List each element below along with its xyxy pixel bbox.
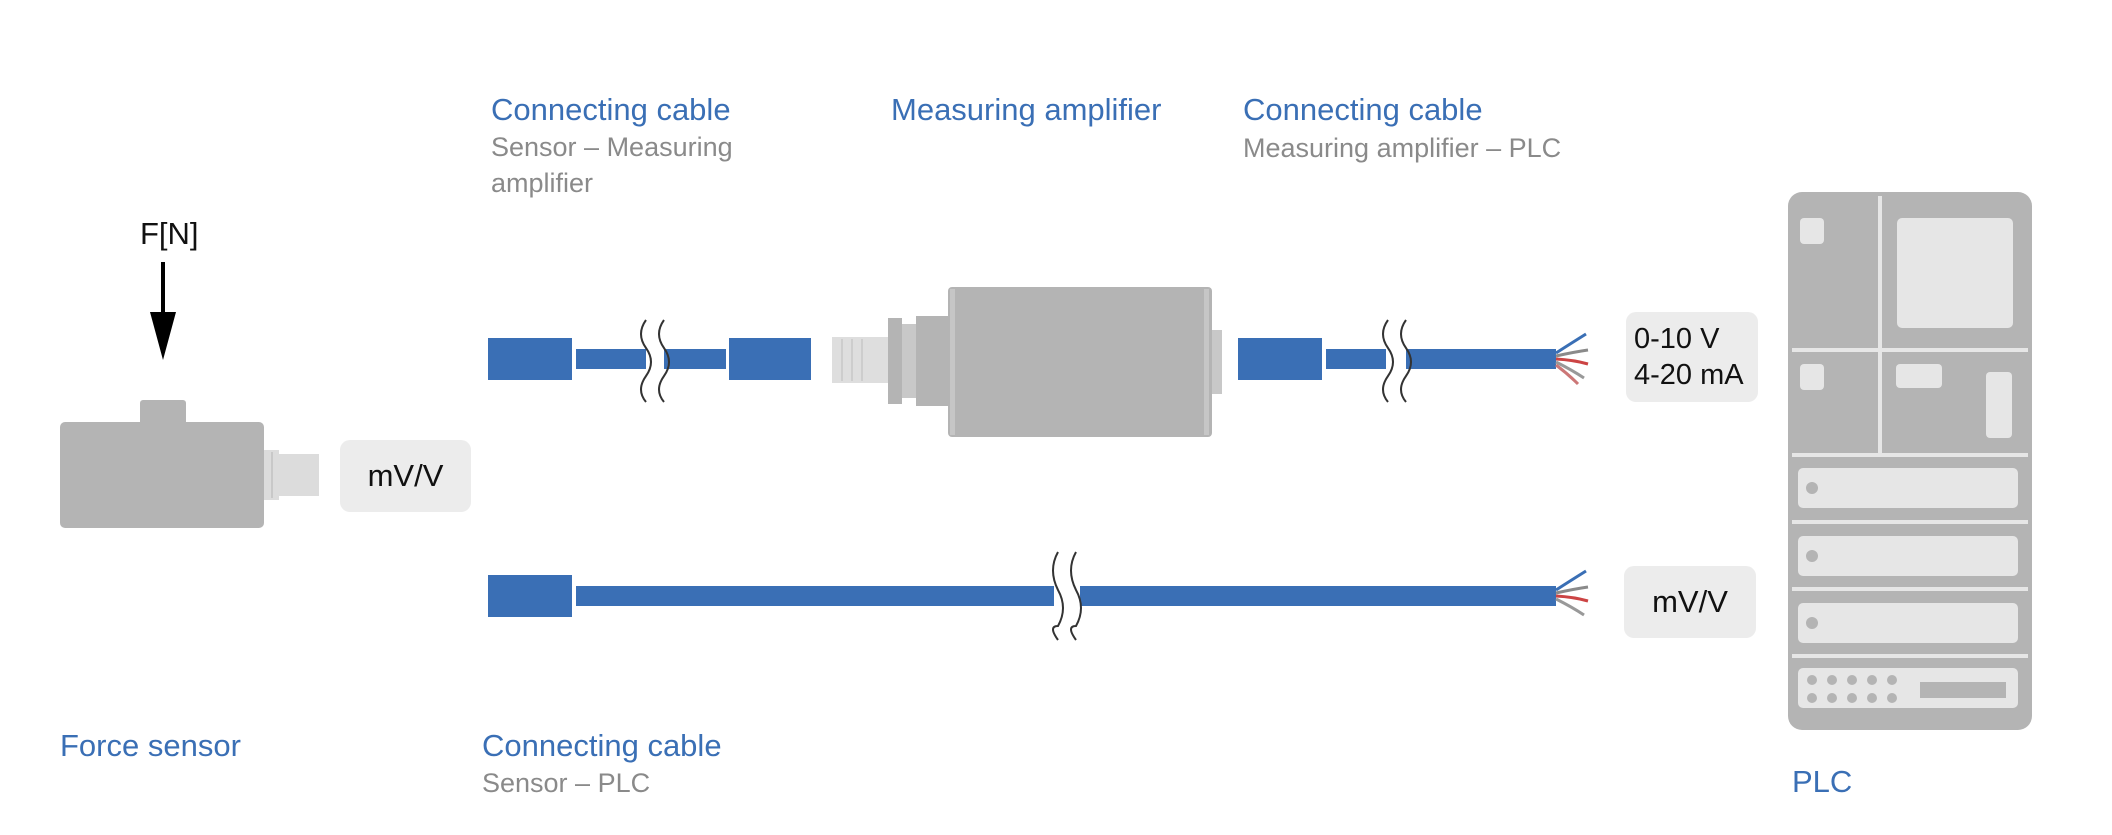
measuring-amplifier-device xyxy=(832,287,1222,437)
cable-sensor-amplifier xyxy=(488,319,811,403)
signal-badge-sensor-output: mV/V xyxy=(340,440,471,512)
cable-amp-plc-title: Connecting cable xyxy=(1243,92,1483,127)
force-arrow xyxy=(150,262,176,360)
signal-current: 4-20 mA xyxy=(1634,359,1744,391)
cable-sensor-plc-title: Connecting cable xyxy=(482,728,722,763)
signal-voltage: 0-10 V xyxy=(1634,323,1720,355)
force-label: F[N] xyxy=(140,216,199,251)
plc-title: PLC xyxy=(1792,764,1853,799)
cable-sensor-plc xyxy=(488,551,1589,641)
amplifier-title: Measuring amplifier xyxy=(891,92,1162,127)
force-sensor-title: Force sensor xyxy=(60,728,241,763)
cable-amplifier-plc xyxy=(1238,319,1589,403)
force-sensor-device xyxy=(60,400,319,528)
cable-amp-plc-subtitle: Measuring amplifier – PLC xyxy=(1243,133,1562,163)
plc-device xyxy=(1788,192,2032,730)
signal-badge-direct-output: mV/V xyxy=(1624,566,1756,638)
cable-sensor-amp-subtitle-2: amplifier xyxy=(491,168,594,198)
cable-sensor-plc-subtitle: Sensor – PLC xyxy=(482,768,651,798)
signal-badge-amplifier-output: 0-10 V 4-20 mA xyxy=(1626,312,1758,402)
cable-sensor-amp-subtitle-1: Sensor – Measuring xyxy=(491,132,733,162)
cable-sensor-amp-title: Connecting cable xyxy=(491,92,731,127)
